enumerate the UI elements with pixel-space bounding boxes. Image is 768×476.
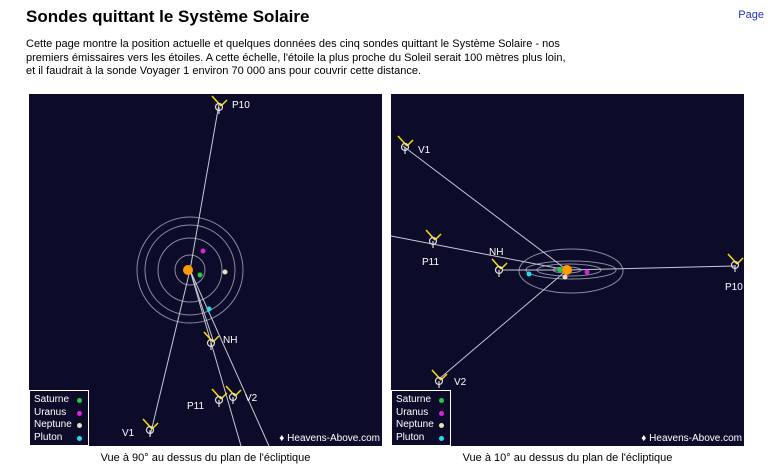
probe-label-nh: NH bbox=[223, 335, 237, 346]
probe-label-p11: P11 bbox=[422, 257, 439, 268]
top-view-diagram: P10 NH V2 P11 V1 bbox=[122, 95, 270, 446]
planet-saturn bbox=[557, 267, 563, 273]
legend-dot-uranus bbox=[77, 410, 82, 416]
probe-icon bbox=[397, 135, 414, 154]
legend-label: Neptune bbox=[396, 419, 434, 430]
legend-item: Pluton bbox=[34, 432, 88, 445]
credit-link[interactable]: ♦ Heavens-Above.com bbox=[641, 433, 742, 444]
probe-label-v2: V2 bbox=[454, 377, 467, 388]
probe-icon bbox=[211, 388, 228, 407]
planet-pluto bbox=[206, 306, 212, 312]
legend-item: Saturne bbox=[34, 394, 88, 407]
legend-dot-pluto bbox=[77, 435, 82, 441]
trajectory-v1 bbox=[149, 269, 191, 437]
legend-dot-pluto bbox=[439, 435, 444, 441]
trajectory-v2 bbox=[189, 269, 270, 446]
probe-icon bbox=[203, 331, 220, 350]
side-view-diagram: V1 NH P11 P10 V2 bbox=[391, 135, 744, 388]
legend: Saturne Uranus Neptune Pluton bbox=[29, 390, 89, 446]
probe-label-p11: P11 bbox=[187, 401, 204, 412]
legend-dot-neptune bbox=[439, 423, 444, 428]
orbit-saturn bbox=[174, 254, 206, 286]
trajectory-p10 bbox=[189, 103, 220, 271]
planet-pluto bbox=[526, 271, 532, 277]
legend-item: Pluton bbox=[396, 432, 450, 445]
legend-dot-neptune bbox=[77, 423, 82, 428]
sun bbox=[183, 265, 193, 275]
probe-label-p10: P10 bbox=[232, 100, 250, 111]
legend-label: Pluton bbox=[34, 431, 63, 443]
trajectory-p11 bbox=[391, 235, 568, 271]
legend-label: Uranus bbox=[396, 406, 429, 418]
orbit-pluto bbox=[136, 216, 244, 324]
probe-label-p10: P10 bbox=[725, 282, 743, 293]
credit-link[interactable]: ♦ Heavens-Above.com bbox=[279, 433, 380, 444]
probe-icon bbox=[211, 95, 228, 114]
probe-label-v1: V1 bbox=[122, 428, 135, 439]
top-view-caption: Vue à 90° au dessus du plan de l'éclipti… bbox=[100, 452, 311, 464]
trajectory-v2 bbox=[438, 269, 568, 380]
probe-icon bbox=[142, 418, 159, 437]
legend-label: Saturne bbox=[396, 394, 432, 405]
legend-dot-uranus bbox=[439, 410, 444, 416]
probe-icon bbox=[727, 253, 744, 272]
trajectory-p11 bbox=[189, 269, 242, 446]
planet-neptune bbox=[562, 274, 568, 280]
sun bbox=[562, 265, 572, 275]
probe-icon bbox=[425, 229, 442, 248]
probe-label-v2: V2 bbox=[245, 393, 258, 404]
probe-label-nh: NH bbox=[489, 247, 503, 258]
side-view-caption: Vue à 10° au dessus du plan de l'éclipti… bbox=[462, 452, 673, 464]
legend-item: Neptune bbox=[396, 419, 450, 432]
planet-saturn bbox=[197, 272, 203, 278]
legend-label: Uranus bbox=[34, 406, 67, 418]
probe-icon bbox=[491, 258, 508, 277]
legend-item: Uranus bbox=[396, 407, 450, 420]
legend-item: Saturne bbox=[396, 394, 450, 407]
probe-icon bbox=[431, 369, 448, 388]
legend-item: Neptune bbox=[34, 419, 88, 432]
trajectory-nh bbox=[189, 269, 214, 341]
side-view-panel: V1 NH P11 P10 V2 Saturne Uranus Neptune … bbox=[391, 94, 744, 446]
intro-line: et il faudrait à la sonde Voyager 1 envi… bbox=[26, 65, 422, 77]
page-title: Sondes quittant le Système Solaire bbox=[26, 7, 310, 26]
trajectory-p10 bbox=[566, 265, 735, 271]
legend-label: Pluton bbox=[396, 431, 425, 443]
intro-line: Cette page montre la position actuelle e… bbox=[26, 38, 560, 50]
intro-paragraph: Cette page montre la position actuelle e… bbox=[26, 38, 666, 79]
legend-item: Uranus bbox=[34, 407, 88, 420]
legend-label: Saturne bbox=[34, 394, 70, 405]
top-view-panel: P10 NH V2 P11 V1 Saturne Uranus Neptune … bbox=[29, 94, 382, 446]
page-link[interactable]: Page bbox=[738, 9, 764, 21]
probe-icon bbox=[225, 385, 242, 404]
orbit-uranus bbox=[157, 237, 223, 303]
legend-dot-saturn bbox=[77, 398, 82, 403]
legend: Saturne Uranus Neptune Pluton bbox=[391, 390, 451, 446]
legend-label: Neptune bbox=[34, 419, 72, 430]
probe-label-v1: V1 bbox=[418, 145, 431, 156]
planet-uranus bbox=[200, 248, 206, 254]
trajectory-v1 bbox=[402, 145, 568, 271]
legend-dot-saturn bbox=[439, 398, 444, 403]
intro-line: premiers émissaires vers les étoiles. A … bbox=[26, 51, 566, 64]
planet-neptune bbox=[222, 269, 228, 275]
orbit-pluto bbox=[518, 248, 624, 294]
orbit-neptune bbox=[144, 224, 236, 316]
planet-uranus bbox=[584, 269, 590, 275]
